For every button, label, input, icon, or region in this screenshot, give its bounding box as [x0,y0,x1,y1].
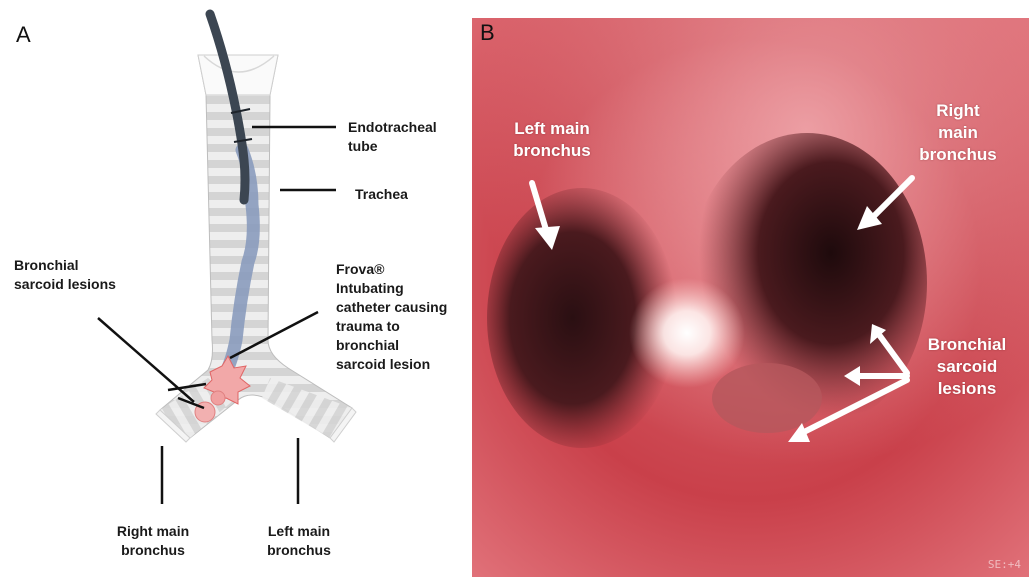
label-frova-catheter: Frova® Intubating catheter causing traum… [336,260,447,374]
endoscopy-label-bronchial-sarcoid-lesions: Bronchial sarcoid lesions [912,334,1022,400]
endoscopy-label-right-main-bronchus: Right main bronchus [908,100,1008,166]
lesion-blob [712,363,822,433]
label-trachea: Trachea [355,185,408,204]
label-endotracheal-tube: Endotracheal tube [348,118,437,156]
label-left-main-bronchus: Left main bronchus [244,522,354,560]
label-bronchial-sarcoid-lesions: Bronchial sarcoid lesions [14,256,116,294]
endoscopy-label-left-main-bronchus: Left main bronchus [482,118,622,162]
label-right-main-bronchus: Right main bronchus [98,522,208,560]
light-glare [629,278,745,388]
endoscopy-image: B Left main bronchus Right main bronchus… [472,18,1029,577]
endoscope-watermark: SE:+4 [988,558,1021,571]
panel-b-letter: B [480,20,495,46]
